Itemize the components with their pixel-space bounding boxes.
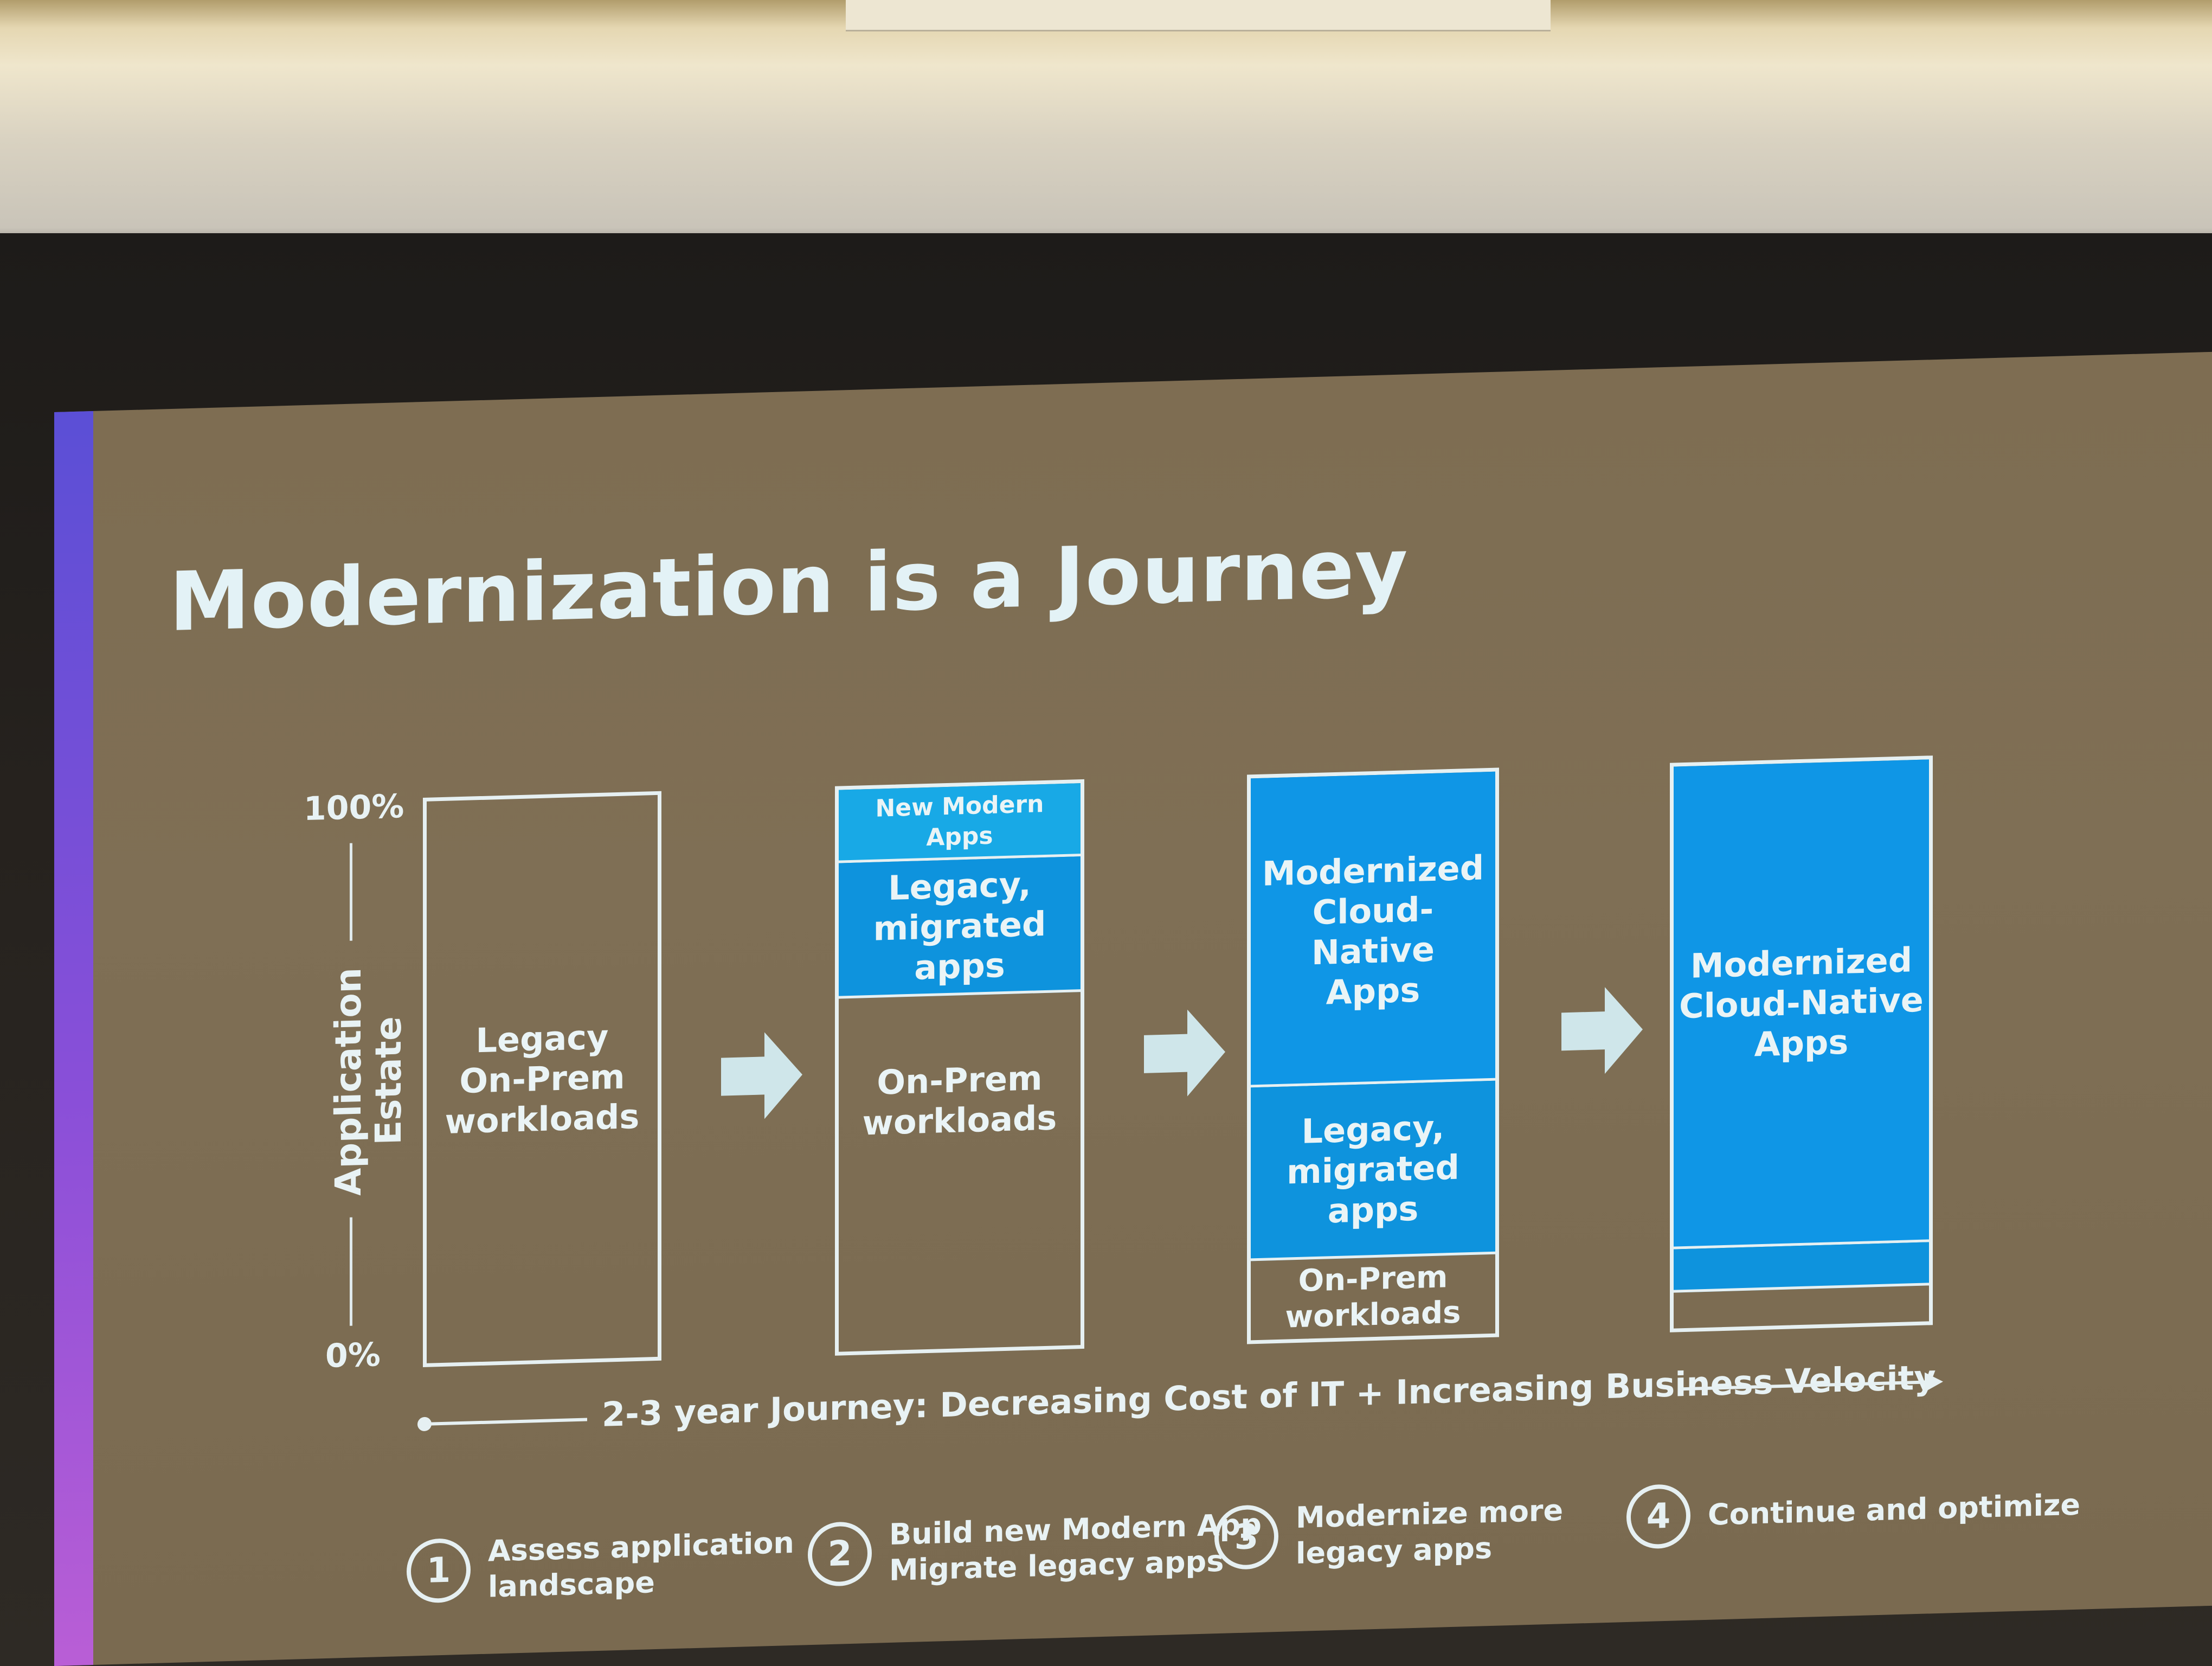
step-4: 4 Continue and optimize	[1626, 1473, 2080, 1549]
segment-label-line: Modernized	[1690, 939, 1913, 986]
axis-line-top	[350, 843, 352, 941]
segment-label-line: workloads	[445, 1096, 640, 1142]
segment-legacy-migrated: Legacy, migrated apps	[839, 856, 1081, 999]
step-number-circle: 1	[407, 1537, 471, 1604]
step-text: Continue and optimize	[1708, 1487, 2080, 1533]
step-text: Modernize more legacy apps	[1296, 1492, 1563, 1572]
segment-label-line: Apps	[1754, 1022, 1849, 1064]
segment-label-line: New Modern	[875, 790, 1044, 823]
segment-label-line: Modernized	[1262, 848, 1484, 894]
segment-label-line: Legacy	[475, 1017, 609, 1061]
step-text: Assess application landscape	[488, 1525, 794, 1605]
arrow-right-icon	[721, 1032, 802, 1119]
segment-legacy-migrated-sliver	[1674, 1242, 1929, 1293]
axis-bottom-label: 0%	[325, 1336, 381, 1376]
stage-2-bar: New Modern Apps Legacy, migrated apps On…	[835, 779, 1084, 1356]
axis-title-line: Estate	[368, 1016, 409, 1146]
journey-label: 2-3 year Journey: Decreasing Cost of IT …	[602, 1357, 1936, 1434]
arrow-right-icon	[1561, 987, 1643, 1074]
axis-top-label: 100%	[304, 787, 404, 829]
step-2: 2 Build new Modern App Migrate legacy ap…	[808, 1507, 1262, 1591]
segment-label-line: Legacy,	[1301, 1107, 1445, 1151]
segment-onprem-workloads: On-Prem workloads	[1251, 1254, 1495, 1341]
arrow-right-icon	[1144, 1009, 1225, 1097]
arrowhead-icon	[1925, 1372, 1943, 1392]
segment-label-line: workloads	[1285, 1295, 1461, 1335]
step-number-circle: 2	[808, 1521, 872, 1587]
segment-legacy-onprem: Legacy On-Prem workloads	[427, 795, 658, 1363]
slide-title: Modernization is a Journey	[169, 521, 1409, 650]
projection-screen: Modernization is a Journey 100% Applicat…	[54, 351, 2212, 1666]
step-text-line: legacy apps	[1296, 1530, 1493, 1571]
segment-label-line: On-Prem	[459, 1056, 625, 1101]
step-1: 1 Assess application landscape	[407, 1525, 794, 1607]
segment-onprem-workloads: On-Prem workloads	[839, 992, 1081, 1351]
segment-label-line: On-Prem	[877, 1058, 1043, 1103]
segment-modernized-cloud-native: Modernized Cloud-Native Apps	[1251, 771, 1495, 1088]
stage-4-bar: Modernized Cloud-Native Apps	[1670, 755, 1933, 1332]
step-number-circle: 4	[1626, 1483, 1690, 1549]
ceiling	[0, 0, 2212, 233]
segment-modernized-cloud-native: Modernized Cloud-Native Apps	[1674, 759, 1929, 1250]
segment-label-line: migrated apps	[873, 904, 1046, 988]
segment-label-line: migrated	[1287, 1147, 1459, 1192]
ceiling-light-fixture	[846, 0, 1551, 31]
step-number-circle: 3	[1214, 1504, 1278, 1571]
axis-title: Application Estate	[327, 966, 409, 1197]
segment-new-modern-apps: New Modern Apps	[839, 783, 1081, 863]
segment-label-line: Apps	[1326, 970, 1420, 1013]
step-text: Build new Modern App Migrate legacy apps	[889, 1507, 1262, 1588]
segment-label-line: apps	[1327, 1188, 1419, 1231]
step-text-line: Continue and optimize	[1708, 1487, 2081, 1532]
accent-bar	[54, 411, 93, 1666]
segment-legacy-migrated: Legacy, migrated apps	[1251, 1080, 1495, 1261]
stage-3-bar: Modernized Cloud-Native Apps Legacy, mig…	[1247, 767, 1499, 1344]
axis-title-line: Application	[327, 967, 369, 1197]
segment-label-line: Cloud-Native	[1679, 979, 1924, 1026]
segment-label-line: Legacy,	[888, 864, 1031, 908]
journey-timeline: 2-3 year Journey: Decreasing Cost of IT …	[417, 1351, 1952, 1454]
step-3: 3 Modernize more legacy apps	[1214, 1492, 1563, 1574]
segment-label-line: Apps	[926, 822, 993, 852]
segment-label-line: workloads	[862, 1098, 1057, 1143]
segment-onprem-sliver	[1674, 1285, 1929, 1328]
segment-label-line: On-Prem	[1298, 1259, 1448, 1299]
segment-label-line: Cloud-Native	[1311, 889, 1435, 973]
timeline-line	[425, 1418, 587, 1426]
stage-1-bar: Legacy On-Prem workloads	[423, 791, 661, 1368]
axis-line-bottom	[350, 1217, 352, 1326]
